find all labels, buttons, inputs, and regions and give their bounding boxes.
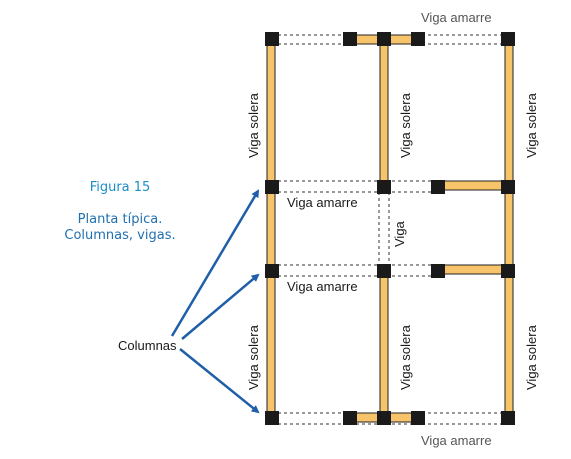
- column: [265, 411, 279, 425]
- viga-amarre-label-row2: Viga amarre: [287, 195, 358, 210]
- viga-solera-label-left-upper: Viga solera: [246, 92, 261, 158]
- arrow-to-upper-column: [170, 189, 260, 337]
- beam-right-upper: [504, 38, 514, 188]
- beam-left-upper: [266, 38, 276, 188]
- column: [265, 32, 279, 46]
- column: [501, 32, 515, 46]
- figure-subtitle-line-1: Planta típica.: [77, 212, 163, 227]
- beam-left-middle: [266, 186, 276, 271]
- column: [501, 411, 515, 425]
- beam-horizontal-row2: [436, 180, 510, 191]
- beam-center-upper: [379, 38, 389, 188]
- beam-horizontal-row3: [436, 264, 510, 275]
- figure-subtitle: Planta típica. Columnas, vigas.: [55, 212, 185, 244]
- arrow-to-lower-column: [179, 348, 260, 414]
- column: [377, 264, 391, 278]
- column: [411, 32, 425, 46]
- beam-left-lower: [266, 269, 276, 419]
- viga-amarre-label-row3: Viga amarre: [287, 279, 358, 294]
- column: [343, 32, 357, 46]
- column: [501, 264, 515, 278]
- column: [265, 180, 279, 194]
- column: [377, 32, 391, 46]
- column: [343, 411, 357, 425]
- figure-subtitle-line-2: Columnas, vigas.: [64, 228, 176, 243]
- column: [265, 264, 279, 278]
- beam-center-lower: [379, 269, 389, 419]
- columnas-label: Columnas: [118, 338, 177, 353]
- viga-amarre-label-bottom: Viga amarre: [421, 433, 492, 448]
- column: [377, 411, 391, 425]
- viga-solera-label-right-lower: Viga solera: [524, 324, 539, 390]
- beam-right-middle: [504, 186, 514, 271]
- viga-amarre-label-top: Viga amarre: [421, 10, 492, 25]
- column: [501, 180, 515, 194]
- arrow-to-middle-column: [181, 273, 260, 340]
- column: [431, 180, 445, 194]
- column: [377, 180, 391, 194]
- column-arrows: [170, 189, 260, 414]
- dashed-tie-beams: [272, 34, 508, 425]
- column: [431, 264, 445, 278]
- viga-solera-label-left-lower: Viga solera: [246, 324, 261, 390]
- viga-solera-label-right-upper: Viga solera: [524, 92, 539, 158]
- viga-solera-label-center-upper: Viga solera: [398, 92, 413, 158]
- column: [411, 411, 425, 425]
- solid-beams: [266, 34, 514, 423]
- viga-label-center: Viga: [392, 220, 407, 247]
- viga-solera-label-center-lower: Viga solera: [398, 324, 413, 390]
- figure-number: Figura 15: [89, 180, 151, 195]
- beam-right-lower: [504, 269, 514, 419]
- columns: [265, 32, 515, 425]
